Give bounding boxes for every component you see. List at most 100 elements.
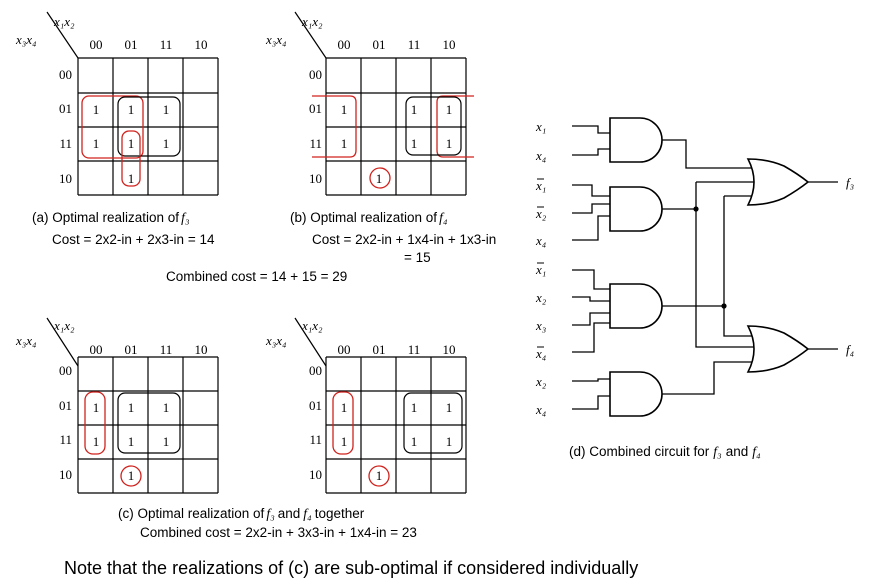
kmap-a-cell: 1 xyxy=(163,136,170,151)
kmap-c1-cell: 1 xyxy=(93,400,100,415)
kmap-b-group-black xyxy=(405,96,462,156)
kmap-c1-col-var: x₁x₂ xyxy=(53,318,75,333)
input-label: x₄ xyxy=(535,402,547,417)
kmap-b-col-label: 11 xyxy=(408,37,421,52)
output-label: f₃ xyxy=(846,175,854,190)
kmap-b-group-red xyxy=(436,95,474,158)
kmap-c1-row-label: 11 xyxy=(59,432,72,447)
kmap-b-diagonal xyxy=(294,11,327,59)
kmap-a-cell: 1 xyxy=(93,102,100,117)
kmap-b: x₁x₂ x₃x₄ 00 01 11 10 00 01 11 10 1 1 1 … xyxy=(265,11,474,196)
kmap-b-row-label: 11 xyxy=(309,136,322,151)
kmap-c2-cell: 1 xyxy=(446,434,453,449)
kmap-a-diagonal xyxy=(46,11,79,59)
input-label: x₃ xyxy=(535,318,546,333)
kmap-b-cell: 1 xyxy=(376,171,383,186)
kmap-c2-group-black xyxy=(403,392,463,454)
kmap-b-col-label: 01 xyxy=(373,37,386,52)
kmap-a-col-label: 01 xyxy=(125,37,138,52)
kmap-c2-row-label: 01 xyxy=(309,398,322,413)
kmap-b-col-var: x₁x₂ xyxy=(301,14,323,29)
kmap-a-cell: 1 xyxy=(128,136,135,151)
and-gate-icon xyxy=(609,283,663,329)
kmap-b-cell: 1 xyxy=(341,102,348,117)
input-label: x₁ xyxy=(535,178,546,193)
kmap-b-cell: 1 xyxy=(411,102,418,117)
caption-b-cost: Cost = 2x2-in + 1x4-in + 1x3-in xyxy=(312,232,496,247)
kmap-b-col-label: 00 xyxy=(338,37,351,52)
kmap-c2-row-label: 11 xyxy=(309,432,322,447)
input-label: x₁ xyxy=(535,119,546,134)
kmap-a-group-black xyxy=(117,96,181,157)
kmap-c2-row-var: x₃x₄ xyxy=(265,333,287,348)
combined-cost-ab: Combined cost = 14 + 15 = 29 xyxy=(166,269,347,284)
kmap-c1-group-black xyxy=(117,392,181,454)
kmap-c1-col-label: 00 xyxy=(90,342,103,357)
junction-dot xyxy=(721,303,727,309)
kmap-b-grid xyxy=(325,57,467,196)
kmap-c1-grid xyxy=(77,356,219,494)
kmap-c2-group-red xyxy=(368,465,390,487)
input-label: x₂ xyxy=(535,374,547,389)
kmap-c2: x₁x₂ x₃x₄ 00 01 11 10 00 01 11 10 1 1 1 … xyxy=(265,317,467,494)
input-label: x₄ xyxy=(535,346,547,361)
kmap-a-col-var: x₁x₂ xyxy=(53,14,75,29)
kmap-c2-cell: 1 xyxy=(446,400,453,415)
kmap-b-cell: 1 xyxy=(341,136,348,151)
kmap-c1-cell: 1 xyxy=(93,434,100,449)
output-label: f₄ xyxy=(846,342,855,357)
kmap-a-col-label: 10 xyxy=(195,37,208,52)
kmap-c1-cell: 1 xyxy=(128,434,135,449)
input-label: x₁ xyxy=(535,262,546,277)
kmap-c1-group-red xyxy=(84,391,106,455)
caption-b-cost-total: = 15 xyxy=(404,250,431,265)
kmap-a-row-label: 11 xyxy=(59,136,72,151)
kmap-b-row-label: 01 xyxy=(309,101,322,116)
or-gate-icon xyxy=(746,158,810,206)
kmap-c1-col-label: 10 xyxy=(195,342,208,357)
kmap-a-cell: 1 xyxy=(128,102,135,117)
kmap-c1-cell: 1 xyxy=(128,400,135,415)
kmap-c1-col-label: 01 xyxy=(125,342,138,357)
and-gate-icon xyxy=(609,117,663,163)
caption-a-cost: Cost = 2x2-in + 2x3-in = 14 xyxy=(52,232,215,247)
footnote: Note that the realizations of (c) are su… xyxy=(64,558,638,578)
kmap-c2-row-label: 10 xyxy=(309,467,322,482)
kmap-b-row-var: x₃x₄ xyxy=(265,32,287,47)
kmap-b-col-label: 10 xyxy=(443,37,456,52)
and-gate-icon xyxy=(609,371,663,417)
caption-c-cost: Combined cost = 2x2-in + 3x3-in + 1x4-in… xyxy=(140,525,417,540)
or-gate-icon xyxy=(746,325,810,373)
kmap-c2-cell: 1 xyxy=(376,468,383,483)
kmap-c2-grid xyxy=(325,356,467,494)
kmap-c2-cell: 1 xyxy=(341,400,348,415)
kmap-a-grid xyxy=(77,57,219,196)
kmap-c1: x₁x₂ x₃x₄ 00 01 11 10 00 01 11 10 1 1 1 … xyxy=(15,317,219,494)
kmap-a-col-label: 00 xyxy=(90,37,103,52)
kmap-a-cell: 1 xyxy=(93,136,100,151)
kmap-c2-cell: 1 xyxy=(411,434,418,449)
input-label: x₂ xyxy=(535,206,547,221)
kmap-c1-cell: 1 xyxy=(163,400,170,415)
kmap-c2-col-label: 00 xyxy=(338,342,351,357)
kmap-c2-cell: 1 xyxy=(411,400,418,415)
kmap-c1-row-label: 10 xyxy=(59,467,72,482)
kmap-b-cell: 1 xyxy=(446,136,453,151)
kmap-c1-row-label: 01 xyxy=(59,398,72,413)
junction-dot xyxy=(693,206,699,212)
kmap-b-row-label: 10 xyxy=(309,171,322,186)
kmap-a: x₁x₂ x₃x₄ 00 01 11 10 00 01 11 10 1 1 1 … xyxy=(15,11,219,196)
kmap-a-row-label: 00 xyxy=(59,67,72,82)
kmap-c2-row-label: 00 xyxy=(309,363,322,378)
input-label: x₄ xyxy=(535,233,547,248)
input-label: x₂ xyxy=(535,290,547,305)
kmap-c1-diagonal xyxy=(46,317,79,367)
kmap-c2-group-red xyxy=(332,391,354,455)
input-label: x₄ xyxy=(535,148,547,163)
kmap-b-group-red xyxy=(312,95,357,158)
kmap-a-group-red xyxy=(121,130,141,187)
